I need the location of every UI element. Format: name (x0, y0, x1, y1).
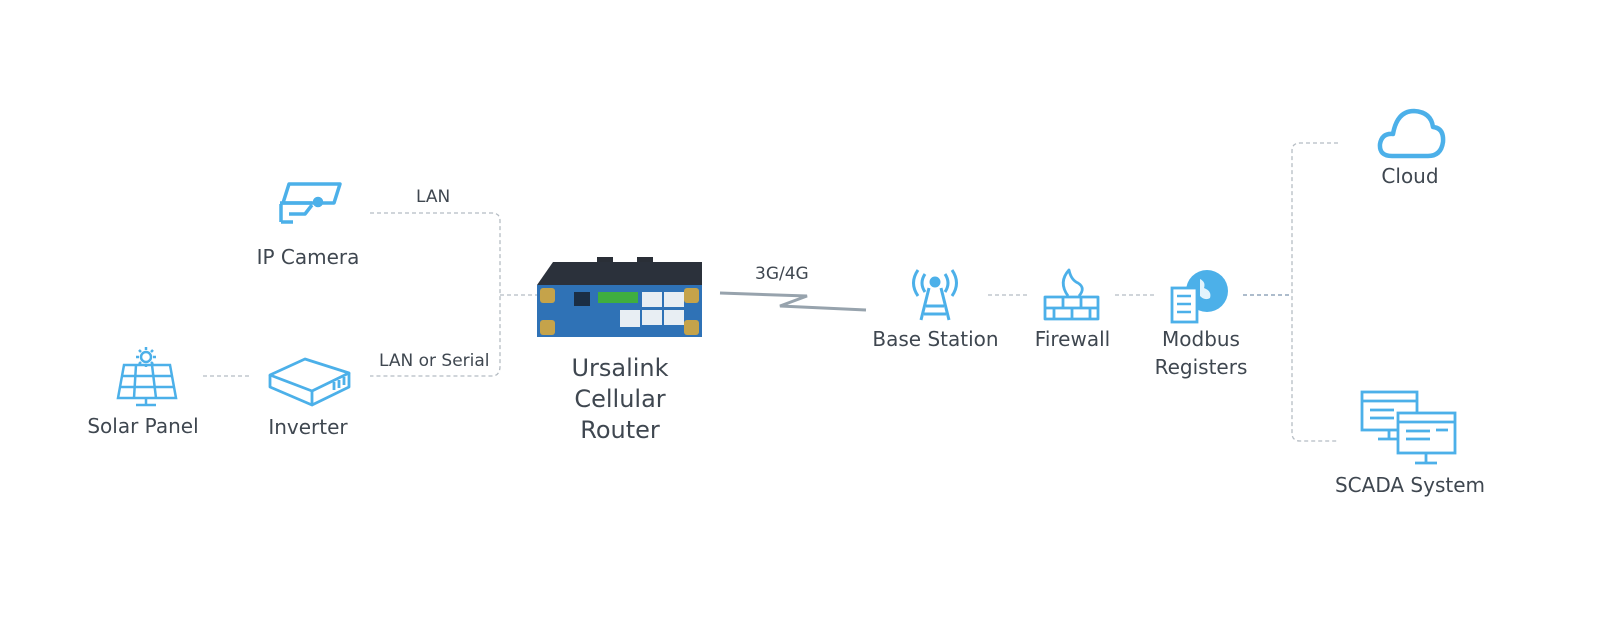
lightning-link (719, 291, 867, 312)
cloud-icon (1377, 108, 1446, 159)
ip-camera-label: IP Camera (256, 245, 360, 269)
solar-panel-label: Solar Panel (87, 414, 199, 438)
camera-router-link (370, 212, 501, 377)
modbus-label-line-1: Modbus (1162, 327, 1240, 351)
firewall-icon (1043, 268, 1100, 321)
router-label-line-1: Ursalink (571, 354, 669, 382)
lan-link-label: LAN (416, 187, 451, 207)
cloud-scada-bus (1291, 142, 1338, 442)
lan-serial-link-label: LAN or Serial (379, 351, 490, 371)
cell-tower-icon (912, 269, 958, 321)
solar-panel-icon (116, 347, 178, 407)
cloud-label: Cloud (1381, 164, 1439, 188)
cellular-link-label: 3G/4G (755, 264, 809, 284)
inverter-icon (268, 357, 351, 407)
security-camera-icon (279, 182, 342, 224)
router-label: Ursalink Cellular Router (540, 353, 700, 446)
firewall-label: Firewall (1034, 327, 1111, 351)
modbus-label-line-2: Registers (1154, 355, 1248, 379)
router-label-line-3: Router (580, 416, 660, 444)
cellular-router-image (537, 257, 702, 337)
modbus-server-globe-icon (1170, 270, 1228, 324)
scada-label: SCADA System (1334, 473, 1485, 497)
base-station-label: Base Station (872, 327, 999, 351)
connection-lines (203, 142, 1338, 442)
scada-monitors-icon (1360, 390, 1457, 465)
inverter-label: Inverter (268, 415, 348, 439)
modbus-label: Modbus Registers (1150, 325, 1252, 381)
router-label-line-2: Cellular (574, 385, 666, 413)
